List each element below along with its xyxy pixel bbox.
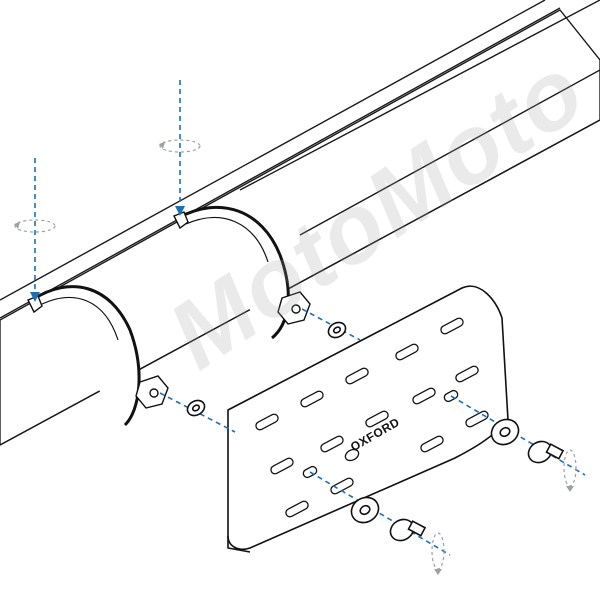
heat-shield-lip <box>227 536 251 553</box>
guide-lines <box>30 80 586 556</box>
lower-bolt-guide <box>309 471 451 556</box>
shield-slot <box>300 390 324 408</box>
rotate-arrowhead-icon <box>566 486 574 492</box>
shield-slot <box>285 500 309 518</box>
right-clamp-nut-hole <box>291 304 301 314</box>
left-clamp-nut-hole <box>149 388 159 398</box>
shield-slot <box>440 317 464 335</box>
rotate-icon <box>159 139 201 153</box>
left-clamp <box>27 285 169 427</box>
rotate-arrowhead-icon <box>14 222 20 229</box>
rotation-indicators <box>14 139 577 575</box>
washer-hole <box>191 404 201 412</box>
pipe-mid-highlight <box>299 69 600 236</box>
washers <box>186 321 520 524</box>
lower-bolt <box>389 518 427 542</box>
washer-hole <box>332 326 342 334</box>
heat-shield <box>227 285 509 553</box>
shield-slot <box>455 365 479 383</box>
upper-bolt <box>527 440 565 464</box>
shield-slot <box>420 435 444 453</box>
left-clamp-band <box>31 285 141 427</box>
right-clamp-inner <box>185 216 269 263</box>
rotate-icon <box>14 219 56 233</box>
shield-slot <box>255 413 279 431</box>
right-fastener-guide <box>301 308 361 341</box>
rotate-arrowhead-icon <box>434 569 442 575</box>
down-arrow-icon <box>175 206 185 216</box>
left-clamp-inner <box>39 296 119 341</box>
rotate-arrowhead-icon <box>159 142 165 149</box>
bolts <box>389 440 565 542</box>
washer-hole <box>359 504 371 516</box>
bolt-shank <box>545 443 565 460</box>
oxford-logo-icon <box>344 448 360 462</box>
shield-slot <box>270 457 294 475</box>
pipe-body <box>0 9 600 446</box>
bolt-shank <box>407 520 427 537</box>
shield-slot <box>395 343 419 361</box>
pipe-top-highlight <box>239 0 600 191</box>
exhaust-pipe <box>0 0 600 446</box>
shield-slot <box>365 410 389 428</box>
shield-slot <box>320 435 344 453</box>
washer-hole <box>499 426 511 438</box>
upper-bolt-guide <box>450 395 586 476</box>
pipe-top-edge <box>0 7 561 319</box>
down-arrow-icon <box>30 292 40 302</box>
right-clamp <box>173 205 311 340</box>
rotate-icon <box>563 449 577 487</box>
heat-shield-plate <box>227 285 509 551</box>
shield-slot <box>330 477 354 495</box>
shield-slot <box>345 367 369 385</box>
shield-slot <box>412 387 436 405</box>
pipe-upper-contour <box>0 0 546 301</box>
